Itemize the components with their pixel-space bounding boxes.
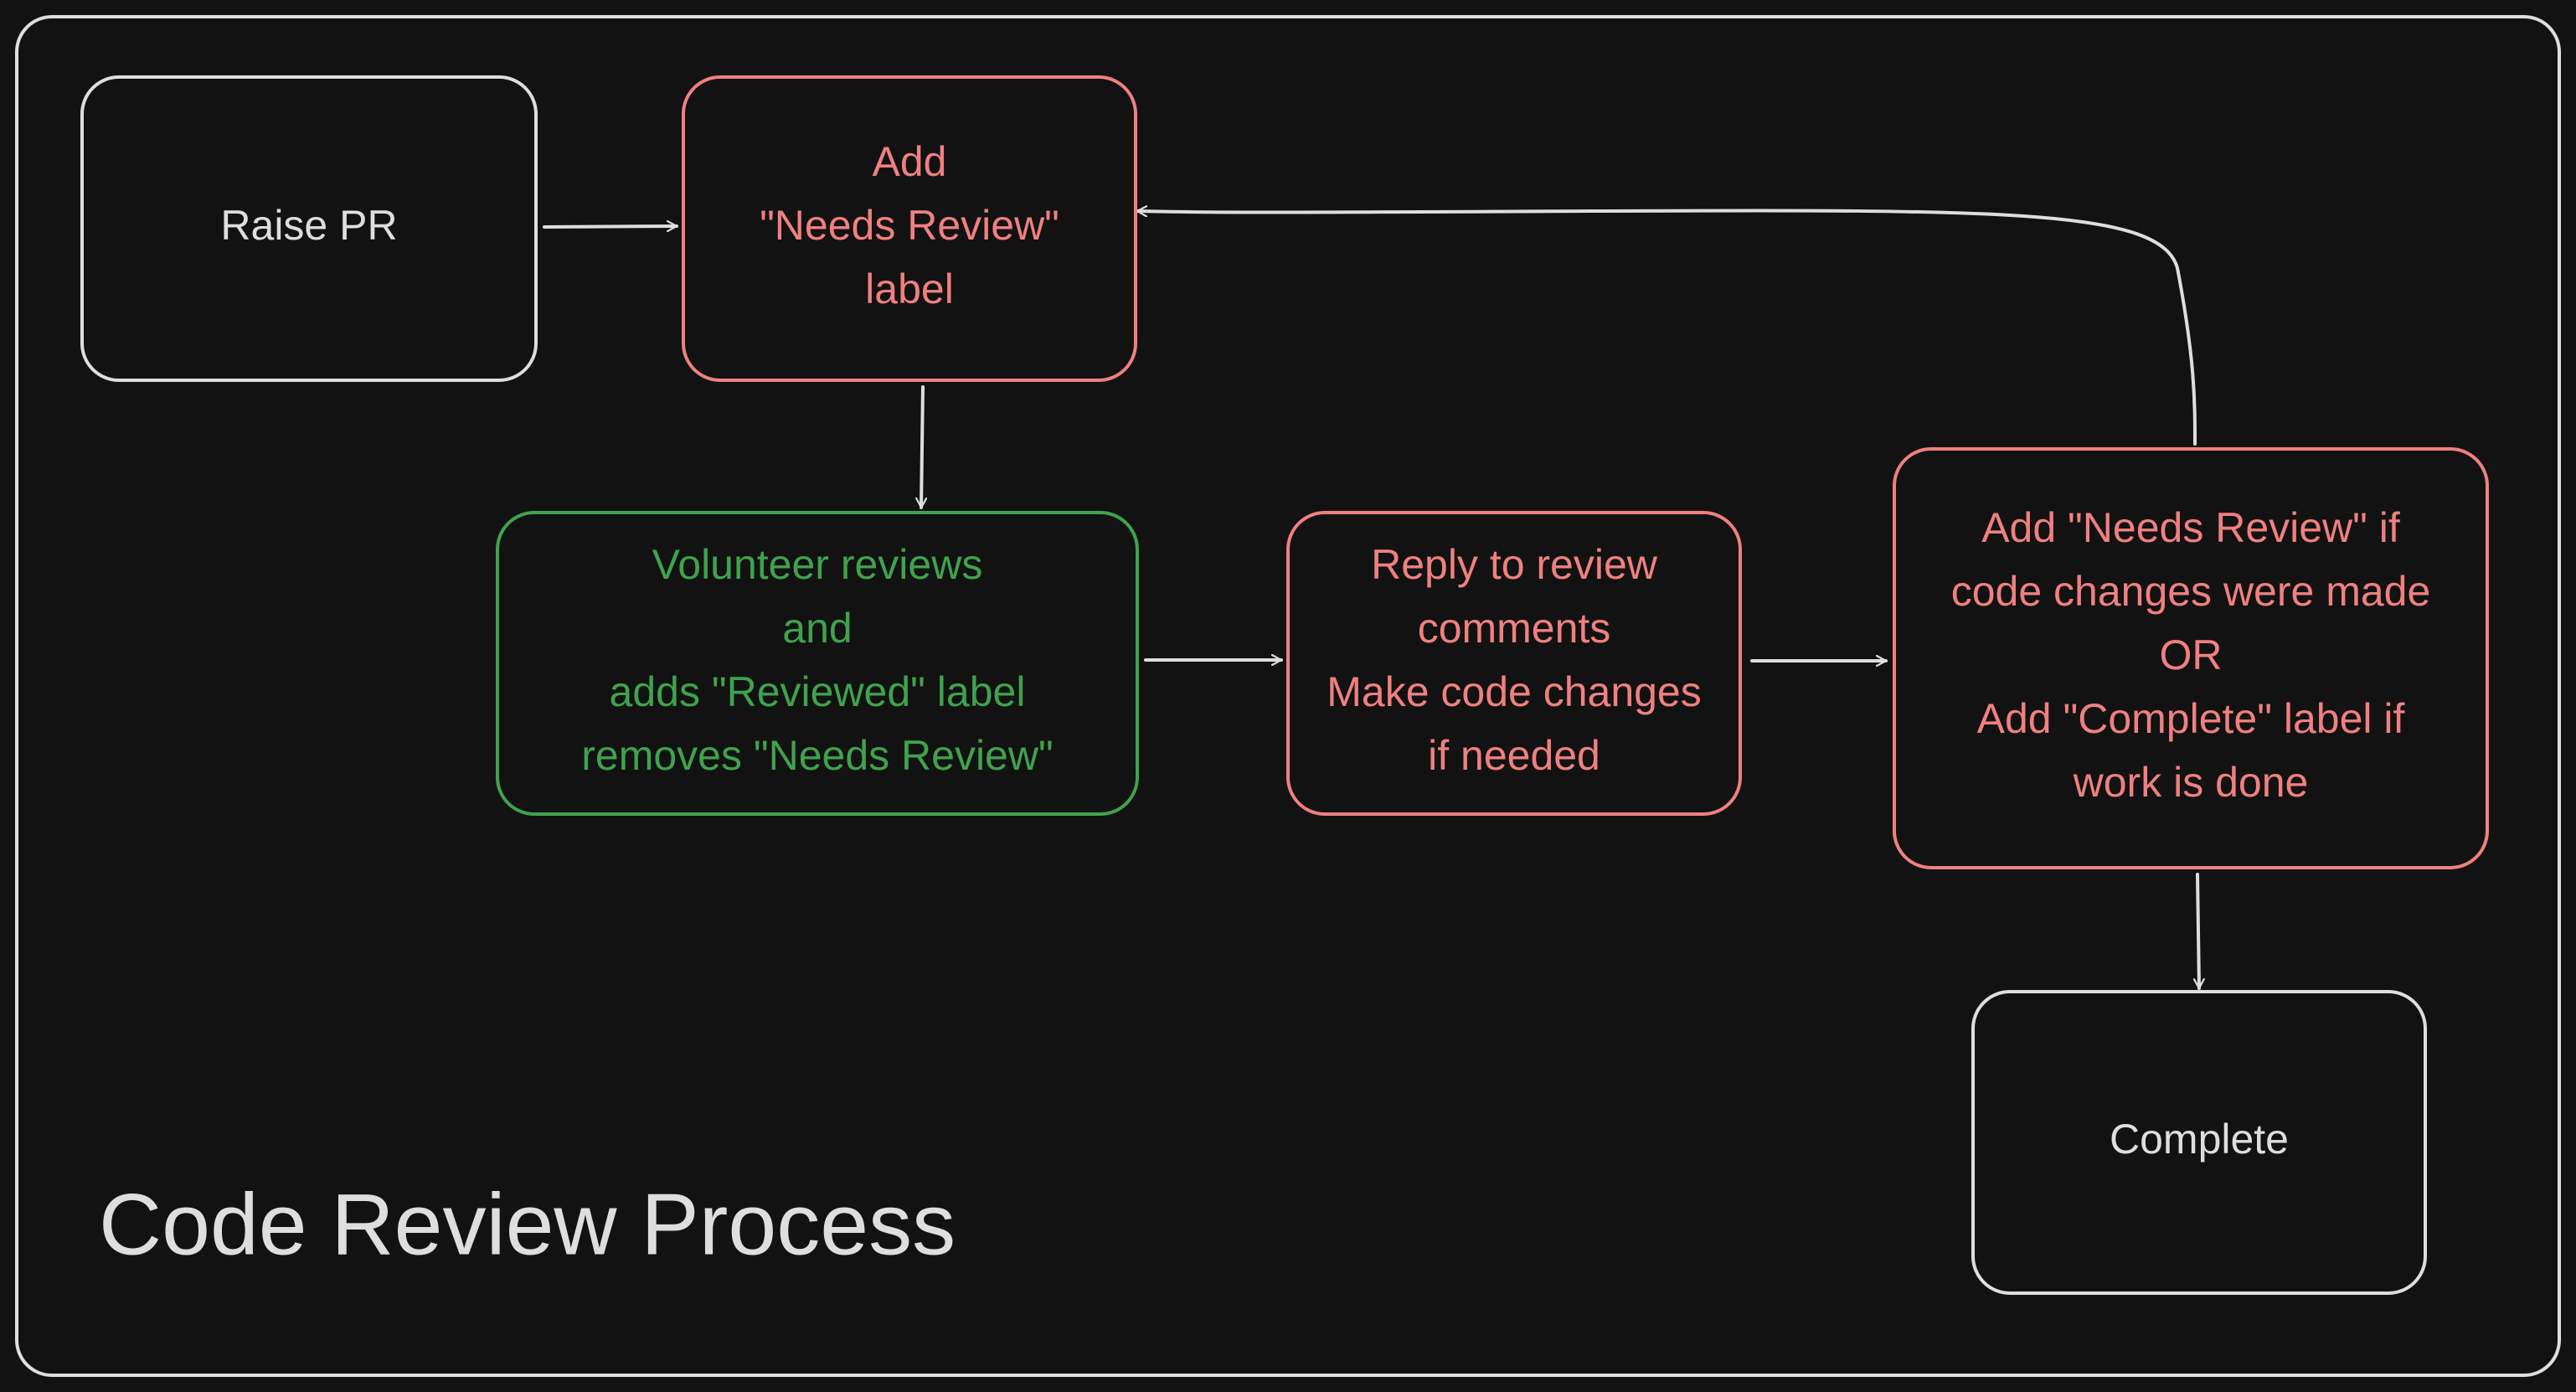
node-reply-to-review-box	[1286, 511, 1742, 816]
node-label-line: Add "Needs Review" if	[1981, 504, 2400, 551]
node-label-line: comments	[1418, 605, 1611, 652]
node-complete: Complete	[1971, 990, 2427, 1295]
node-label-line: Make code changes	[1327, 668, 1702, 715]
node-label-line: Complete	[2110, 1116, 2289, 1163]
edges	[543, 210, 2199, 990]
node-add-needs-review-box	[682, 75, 1137, 382]
node-raise-pr-box	[80, 75, 538, 382]
node-volunteer-reviews-box	[496, 511, 1139, 816]
node-add-needs-review: Add "Needs Review" label	[682, 75, 1137, 382]
node-label-line: Raise PR	[220, 202, 397, 249]
node-label-line: Reply to review	[1371, 541, 1658, 588]
node-label-line: work is done	[2073, 759, 2309, 806]
node-decide-next-label: Add "Needs Review" if code changes were m…	[1951, 504, 2431, 806]
node-label-line: and	[782, 605, 852, 652]
diagram-title: Code Review Process	[99, 1176, 956, 1273]
node-label-line: OR	[2160, 632, 2223, 678]
node-decide-next: Add "Needs Review" if code changes were m…	[1893, 447, 2489, 869]
node-decide-next-box	[1893, 447, 2489, 869]
node-raise-pr-label: Raise PR	[220, 202, 397, 249]
node-label-line: label	[865, 266, 954, 312]
node-label-line: adds "Reviewed" label	[610, 668, 1026, 715]
node-label-line: Add	[873, 138, 947, 185]
node-label-line: Volunteer reviews	[652, 541, 983, 588]
node-complete-box	[1971, 990, 2427, 1295]
node-add-needs-review-label: Add "Needs Review" label	[760, 138, 1059, 312]
node-volunteer-reviews: Volunteer reviews and adds "Reviewed" labe…	[496, 511, 1139, 816]
edge-decide-next-loop-to-add-needs-review	[1136, 210, 2197, 446]
diagram-frame	[15, 15, 2561, 1377]
node-label-line: if needed	[1428, 732, 1600, 779]
node-volunteer-reviews-label: Volunteer reviews and adds "Reviewed" labe…	[581, 541, 1053, 779]
node-complete-label: Complete	[2110, 1116, 2289, 1163]
node-label-line: code changes were made	[1951, 568, 2431, 615]
node-label-line: "Needs Review"	[760, 202, 1059, 249]
edge-add-needs-review-to-volunteer-reviews	[921, 385, 923, 509]
edge-decide-next-to-complete	[2197, 873, 2199, 990]
node-raise-pr: Raise PR	[80, 75, 538, 382]
node-label-line: removes "Needs Review"	[581, 732, 1053, 779]
edge-raise-pr-to-add-needs-review	[543, 226, 678, 227]
node-label-line: Add "Complete" label if	[1977, 695, 2405, 742]
